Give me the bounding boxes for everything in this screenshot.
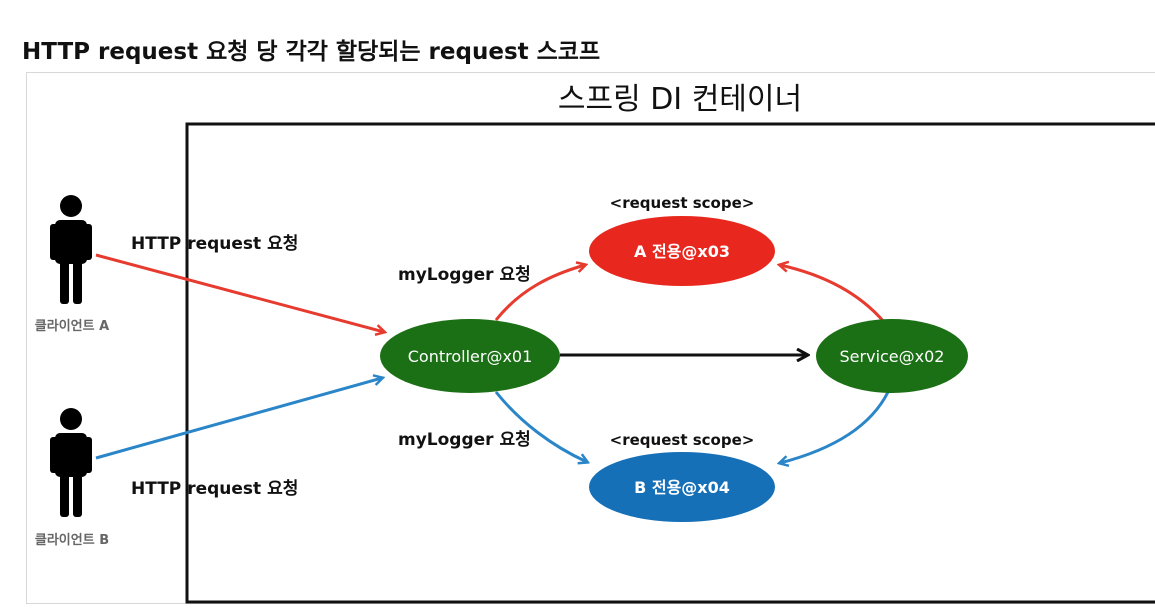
diagram-frame: [26, 72, 1155, 604]
mylogger-b-label: myLogger 요청: [398, 429, 531, 450]
controller-node-label: Controller@x01: [408, 347, 533, 366]
service-node: Service@x02: [816, 319, 968, 393]
client-b-label: 클라이언트 B: [35, 532, 109, 548]
http-request-a-label: HTTP request 요청: [131, 233, 298, 254]
service-node-label: Service@x02: [840, 347, 945, 366]
bean-a-node-label: A 전용@x03: [634, 242, 730, 261]
bean-b-node: B 전용@x04: [589, 452, 775, 522]
arrow-service-to-bean-a: [780, 265, 886, 323]
request-scope-label-bottom: <request scope>: [610, 431, 755, 449]
arrow-controller-to-bean-b: [494, 391, 587, 462]
page-title: HTTP request 요청 당 각각 할당되는 request 스코프: [22, 39, 601, 65]
mylogger-a-label: myLogger 요청: [398, 264, 531, 285]
arrow-client-a-to-controller: [95, 253, 384, 332]
person-icon: [50, 195, 92, 304]
container-title: 스프링 DI 컨테이너: [558, 82, 802, 117]
controller-node: Controller@x01: [380, 319, 560, 393]
arrow-controller-to-bean-a: [494, 265, 585, 321]
person-icon: [50, 408, 92, 517]
bean-b-node-label: B 전용@x04: [634, 478, 730, 497]
client-a-label: 클라이언트 A: [35, 318, 109, 334]
http-request-b-label: HTTP request 요청: [131, 478, 298, 499]
arrow-client-b-to-controller: [95, 378, 382, 460]
request-scope-label-top: <request scope>: [610, 194, 755, 212]
di-container-box: [185, 122, 1155, 604]
bean-a-node: A 전용@x03: [589, 216, 775, 286]
arrow-service-to-bean-b: [780, 391, 890, 463]
